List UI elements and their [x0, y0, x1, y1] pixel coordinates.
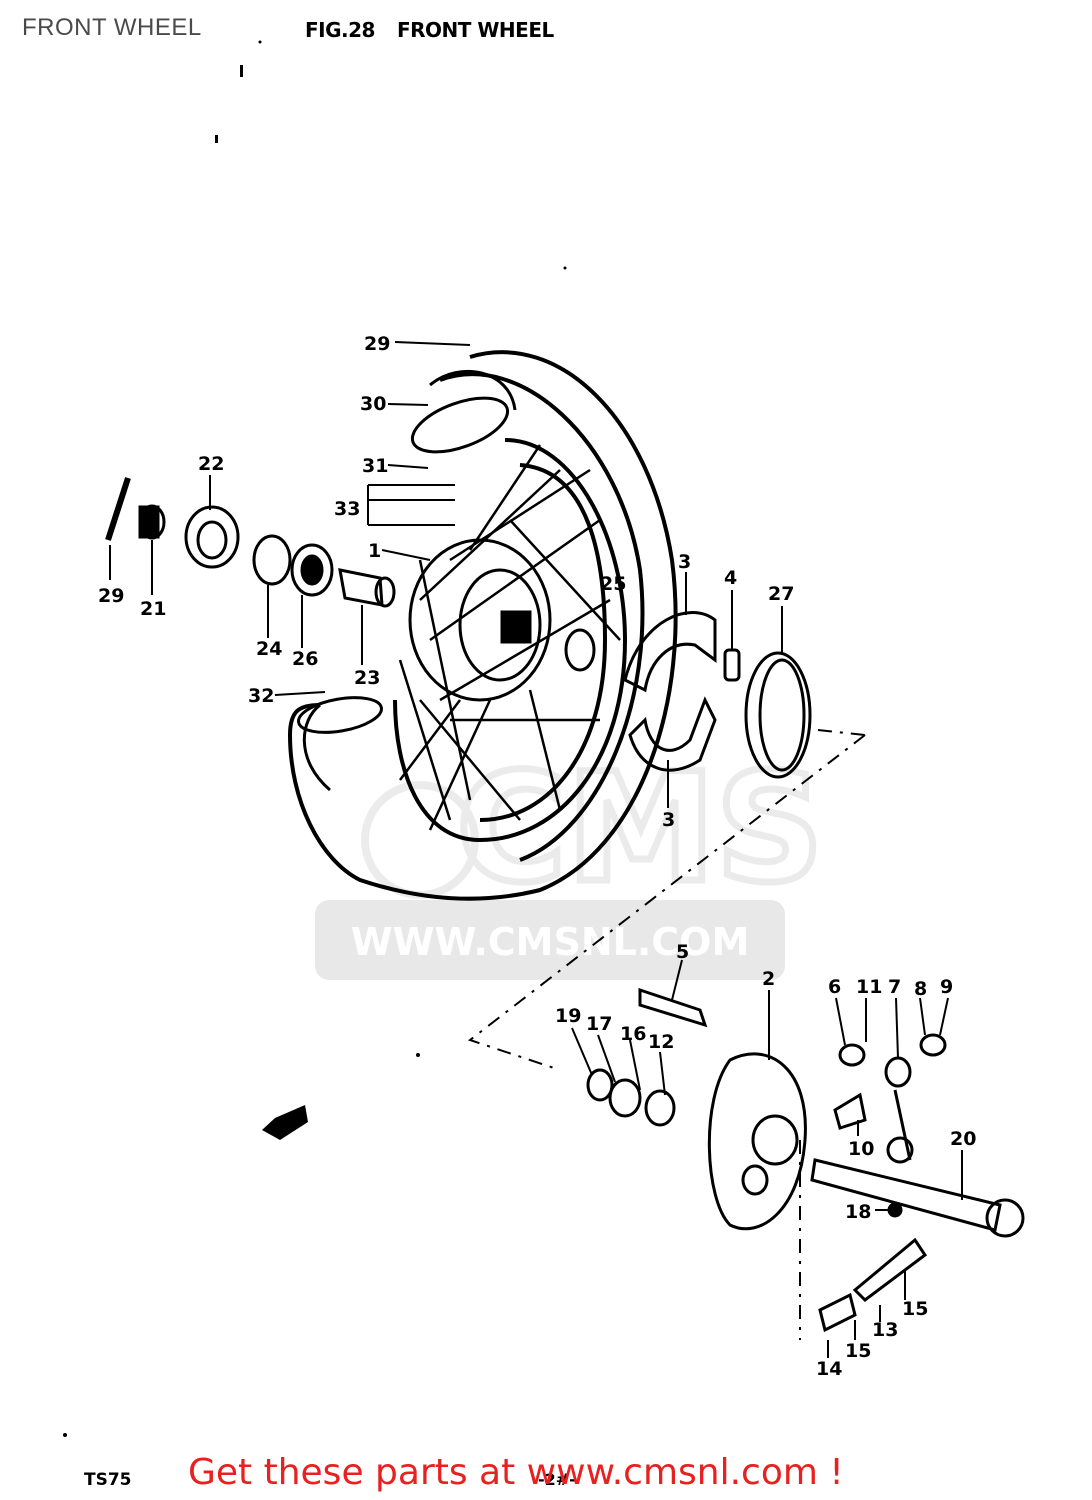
hub — [408, 538, 596, 702]
callout-14: 14 — [816, 1358, 842, 1380]
callout-15b: 15 — [845, 1340, 871, 1362]
page-number: -2#- — [538, 1470, 576, 1489]
callout-23: 23 — [354, 667, 380, 689]
model-code: TS75 — [84, 1470, 132, 1490]
tire-and-rim — [287, 350, 678, 901]
watermark-url: WWW.CMSNL.COM — [351, 920, 750, 964]
figure-name: FRONT WHEEL — [396, 18, 554, 42]
direction-arrow-icon — [262, 1105, 308, 1140]
callout-31: 31 — [362, 455, 388, 477]
callout-27: 27 — [768, 583, 794, 605]
left-axle-parts — [105, 477, 396, 608]
callout-3a: 3 — [678, 551, 691, 573]
callout-4: 4 — [724, 567, 737, 589]
callout-32: 32 — [248, 685, 274, 707]
callout-11: 11 — [856, 976, 882, 998]
callout-29: 29 — [364, 333, 390, 355]
watermark-brand: CMS — [456, 742, 823, 916]
callout-6: 6 — [828, 976, 841, 998]
callout-24: 24 — [256, 638, 282, 660]
callout-9: 9 — [940, 976, 953, 998]
figure-title: FIG.28 FRONT WHEEL — [305, 18, 576, 42]
callout-25: 25 — [600, 573, 626, 595]
callout-5: 5 — [676, 941, 689, 963]
callout-8: 8 — [914, 978, 927, 1000]
callout-21: 21 — [140, 598, 166, 620]
callout-19: 19 — [555, 1005, 581, 1027]
footer-promo-link[interactable]: Get these parts at www.cmsnl.com ! — [188, 1452, 844, 1493]
callout-22: 22 — [198, 453, 224, 475]
callout-7: 7 — [888, 976, 901, 998]
callout-20: 20 — [950, 1128, 976, 1150]
callout-16: 16 — [620, 1023, 646, 1045]
callout-30: 30 — [360, 393, 386, 415]
scan-specks — [63, 40, 567, 1437]
callout-15a: 15 — [902, 1298, 928, 1320]
figure-number: FIG.28 — [305, 18, 375, 42]
spokes — [398, 444, 621, 831]
callout-labels: 29 30 31 33 1 22 29 21 24 26 23 32 25 3 … — [98, 333, 976, 1380]
brake-shoes — [623, 611, 812, 779]
callout-17: 17 — [586, 1013, 612, 1035]
callout-1: 1 — [368, 540, 381, 562]
callout-29b: 29 — [98, 585, 124, 607]
callout-2: 2 — [762, 968, 775, 990]
callout-26: 26 — [292, 648, 318, 670]
brake-panel — [586, 987, 1025, 1333]
callout-18: 18 — [845, 1201, 871, 1223]
callout-10: 10 — [848, 1138, 874, 1160]
page-label: FRONT WHEEL — [22, 14, 202, 41]
callout-33: 33 — [334, 498, 360, 520]
callout-12: 12 — [648, 1031, 674, 1053]
callout-3b: 3 — [662, 809, 675, 831]
callout-13: 13 — [872, 1319, 898, 1341]
guide-lines — [467, 729, 866, 1340]
leader-lines — [109, 341, 963, 1358]
tube — [297, 369, 517, 792]
watermark: WWW.CMSNL.COM CMS — [315, 739, 827, 980]
